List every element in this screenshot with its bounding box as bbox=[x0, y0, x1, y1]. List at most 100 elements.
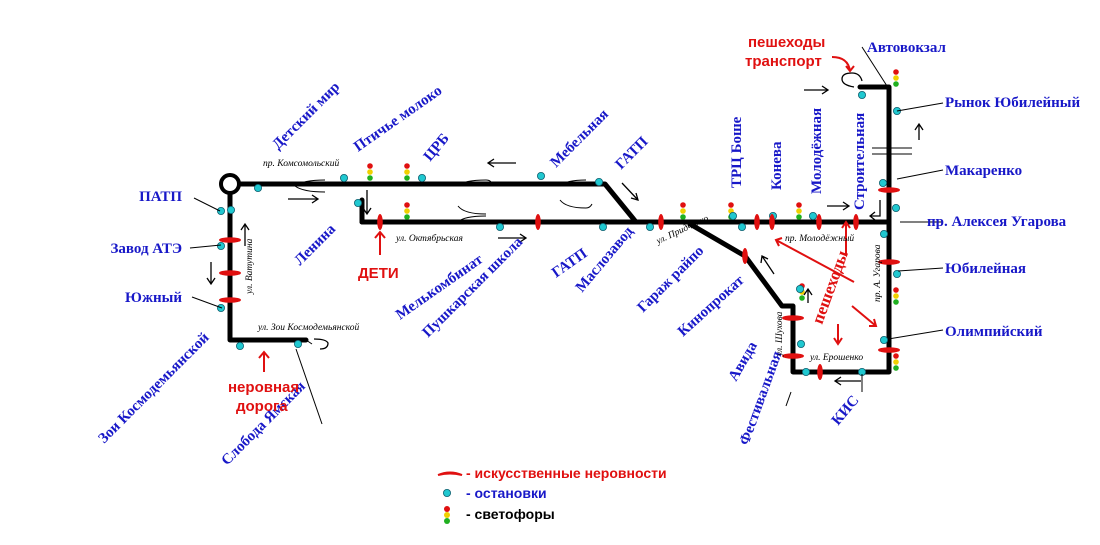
speed-bump bbox=[219, 270, 241, 276]
leader-lines bbox=[189, 46, 944, 425]
speed-bump bbox=[782, 315, 804, 321]
speed-bump bbox=[219, 237, 241, 243]
stop-dot bbox=[809, 211, 818, 220]
street-oktyabrskaya: ул. Октябрьская bbox=[395, 233, 463, 244]
traffic-light bbox=[893, 287, 899, 305]
stop-dot bbox=[892, 203, 901, 212]
stop-dot bbox=[253, 183, 262, 192]
stop-dot bbox=[537, 171, 546, 180]
stop-dot bbox=[880, 229, 889, 238]
speed-bump bbox=[535, 214, 541, 230]
speed-bumps bbox=[219, 187, 900, 380]
traffic-lights bbox=[367, 69, 899, 371]
street-molodezhny: пр. Молодёжный bbox=[785, 233, 854, 244]
speed-bump bbox=[853, 214, 859, 230]
label-zavod-ate: Завод АТЭ bbox=[110, 241, 182, 257]
warn-children: ДЕТИ bbox=[358, 265, 399, 282]
warn-transport: транспорт bbox=[745, 53, 822, 70]
label-olimpiyskiy: Олимпийский bbox=[945, 324, 1043, 340]
traffic-light bbox=[893, 353, 899, 371]
label-avida: Авида bbox=[726, 339, 761, 384]
speed-bump bbox=[878, 259, 900, 265]
legend-lights: - светофоры bbox=[466, 506, 555, 522]
stop-dot bbox=[293, 339, 302, 348]
street-shukhova: ул. Шухова bbox=[775, 311, 785, 357]
label-kinoprokat: Кинопрокат bbox=[675, 272, 748, 340]
speed-bump bbox=[816, 214, 822, 230]
speed-bump bbox=[817, 364, 823, 380]
stop-dot bbox=[738, 222, 747, 231]
stop-dot bbox=[595, 177, 604, 186]
street-eroshenko: ул. Ерошенко bbox=[809, 353, 863, 363]
legend-stop-symbol bbox=[442, 488, 451, 497]
street-komsomolsky: пр. Комсомольский bbox=[263, 158, 339, 169]
stop-dot bbox=[216, 241, 225, 250]
speed-bump bbox=[377, 214, 383, 230]
stop-dot bbox=[339, 173, 348, 182]
speed-bump bbox=[878, 347, 900, 353]
terminal-loop-left bbox=[313, 338, 329, 350]
traffic-light bbox=[404, 202, 410, 220]
label-crb: ЦРБ bbox=[421, 131, 453, 165]
terminal-loop-top bbox=[841, 72, 863, 88]
stop-dot bbox=[802, 367, 811, 376]
label-yuzhny: Южный bbox=[125, 290, 182, 306]
label-koneva: Конева bbox=[769, 141, 785, 190]
label-trc-boshe: ТРЦ Боше bbox=[729, 116, 745, 188]
stop-dot bbox=[353, 198, 362, 207]
warn-pedestrians-top: пешеходы bbox=[748, 34, 825, 51]
traffic-light bbox=[796, 202, 802, 220]
label-mebelnaya: Мебельная bbox=[548, 106, 612, 170]
legend: - искусственные неровности - остановки -… bbox=[437, 465, 667, 524]
label-garazh: Гараж райпо bbox=[635, 243, 708, 316]
speed-bump bbox=[742, 248, 748, 264]
street-zoi: ул. Зои Космодемьянской bbox=[257, 322, 359, 333]
warn-rough-1: неровная bbox=[228, 379, 299, 396]
street-vatutina: ул. Ватутина bbox=[245, 238, 255, 295]
speed-bump bbox=[878, 187, 900, 193]
stop-dot bbox=[797, 339, 806, 348]
stop-dot bbox=[893, 269, 902, 278]
legend-bumps: - искусственные неровности bbox=[466, 465, 667, 481]
stop-dot bbox=[729, 211, 738, 220]
direction-arrows bbox=[206, 85, 924, 386]
label-stroitelnaya: Строительная bbox=[852, 113, 868, 210]
speed-bump bbox=[754, 214, 760, 230]
traffic-light bbox=[680, 202, 686, 220]
legend-bump-symbol bbox=[437, 471, 463, 476]
traffic-light bbox=[367, 163, 373, 181]
stop-dot bbox=[880, 335, 889, 344]
label-molodezhnaya: Молодёжная bbox=[809, 108, 825, 194]
label-makarenko: Макаренко bbox=[945, 163, 1022, 179]
speed-bump bbox=[782, 353, 804, 359]
label-kis: КИС bbox=[829, 393, 863, 429]
label-yubileynaya: Юбилейная bbox=[945, 261, 1026, 277]
stop-dot bbox=[235, 341, 244, 350]
speed-bump bbox=[219, 297, 241, 303]
warning-arrows bbox=[258, 56, 878, 372]
stop-dot bbox=[879, 178, 888, 187]
label-zoi: Зои Космодемьянской bbox=[96, 329, 213, 446]
stop-dot bbox=[495, 222, 504, 231]
stop-dot bbox=[216, 206, 225, 215]
stop-dot bbox=[858, 91, 867, 100]
traffic-light bbox=[893, 69, 899, 87]
warn-rough-2: дорога bbox=[236, 398, 288, 415]
speed-bump bbox=[769, 214, 775, 230]
label-lenina: Ленина bbox=[292, 221, 340, 269]
street-ugarova: пр. А. Угарова bbox=[873, 244, 883, 302]
stop-dot bbox=[599, 222, 608, 231]
label-patp: ПАТП bbox=[139, 189, 182, 205]
start-circle bbox=[219, 173, 241, 195]
label-gatp-top: ГАТП bbox=[613, 134, 652, 173]
legend-light-symbol bbox=[444, 506, 450, 524]
traffic-light bbox=[404, 163, 410, 181]
legend-stops: - остановки bbox=[466, 485, 547, 501]
label-ugarova: пр. Алексея Угарова bbox=[927, 214, 1067, 230]
stop-dot bbox=[646, 222, 655, 231]
label-detsky-mir: Детский мир bbox=[270, 79, 344, 153]
stop-dot bbox=[226, 205, 235, 214]
stops bbox=[216, 91, 902, 376]
